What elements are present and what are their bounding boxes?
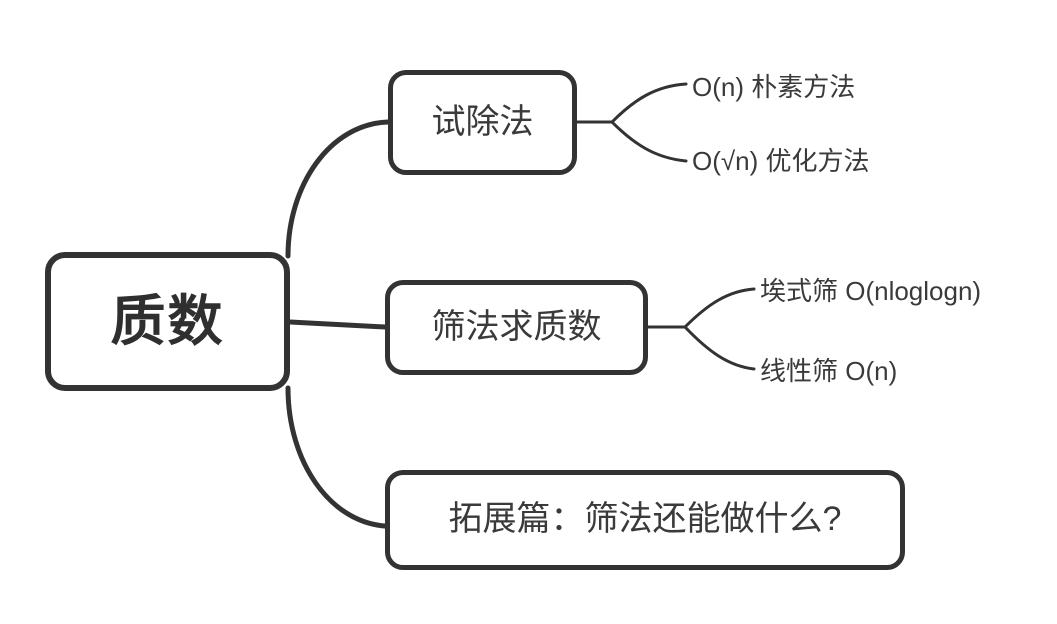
node-trial-division[interactable]: 试除法 bbox=[388, 70, 577, 175]
node-sieve-label: 筛法求质数 bbox=[431, 307, 602, 346]
leaf-trial-optimal[interactable]: O(√n) 优化方法 bbox=[692, 146, 870, 176]
node-root-label: 质数 bbox=[110, 290, 225, 353]
node-extension-label: 拓展篇：筛法还能做什么? bbox=[448, 500, 842, 539]
leaf-sieve-eratosthenes[interactable]: 埃式筛 O(nloglogn) bbox=[760, 276, 982, 306]
edge-sieve-to-eratosthenes bbox=[683, 287, 756, 329]
edge-root-to-trial bbox=[285, 119, 391, 259]
edge-root-to-extension bbox=[285, 385, 388, 529]
node-sieve[interactable]: 筛法求质数 bbox=[385, 280, 648, 375]
edge-trial-to-optimal bbox=[610, 120, 688, 163]
leaf-trial-naive[interactable]: O(n) 朴素方法 bbox=[692, 72, 856, 102]
leaf-sieve-linear[interactable]: 线性筛 O(n) bbox=[760, 356, 898, 386]
node-trial-division-label: 试除法 bbox=[431, 102, 534, 141]
edge-trial-to-naive bbox=[610, 82, 688, 124]
edge-sieve-to-linear bbox=[683, 325, 756, 371]
node-root[interactable]: 质数 bbox=[45, 252, 290, 391]
node-extension[interactable]: 拓展篇：筛法还能做什么? bbox=[385, 470, 905, 570]
edge-root-to-sieve bbox=[287, 319, 388, 330]
